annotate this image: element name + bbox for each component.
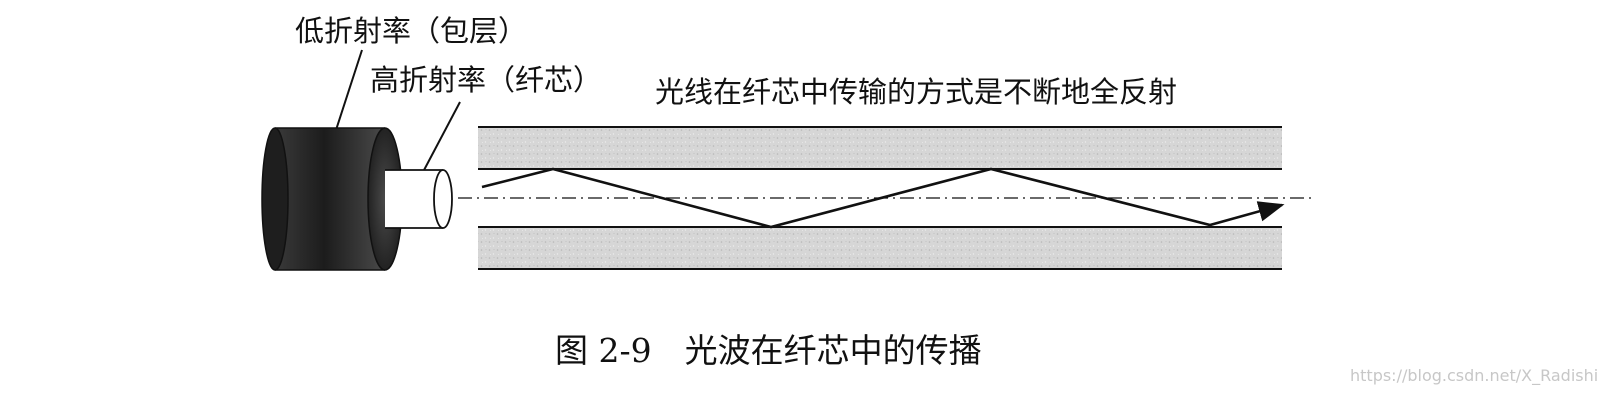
core-leader-line [422, 101, 461, 173]
lower-cladding-band [478, 227, 1282, 269]
propagation-note: 光线在纤芯中传输的方式是不断地全反射 [655, 75, 1178, 109]
fiber-cylinder [261, 127, 403, 271]
core-end-face [433, 169, 453, 229]
upper-cladding-band [478, 127, 1282, 169]
figure-caption: 图 2-9 光波在纤芯中的传播 [555, 331, 982, 370]
core-label: 高折射率（纤芯） [370, 63, 603, 97]
cladding-leader-line [335, 49, 363, 131]
light-ray-path [481, 167, 1285, 229]
cladding-label: 低折射率（包层） [295, 14, 528, 48]
watermark: https://blog.csdn.net/X_Radishi [1350, 366, 1599, 385]
fiber-core [385, 169, 453, 229]
